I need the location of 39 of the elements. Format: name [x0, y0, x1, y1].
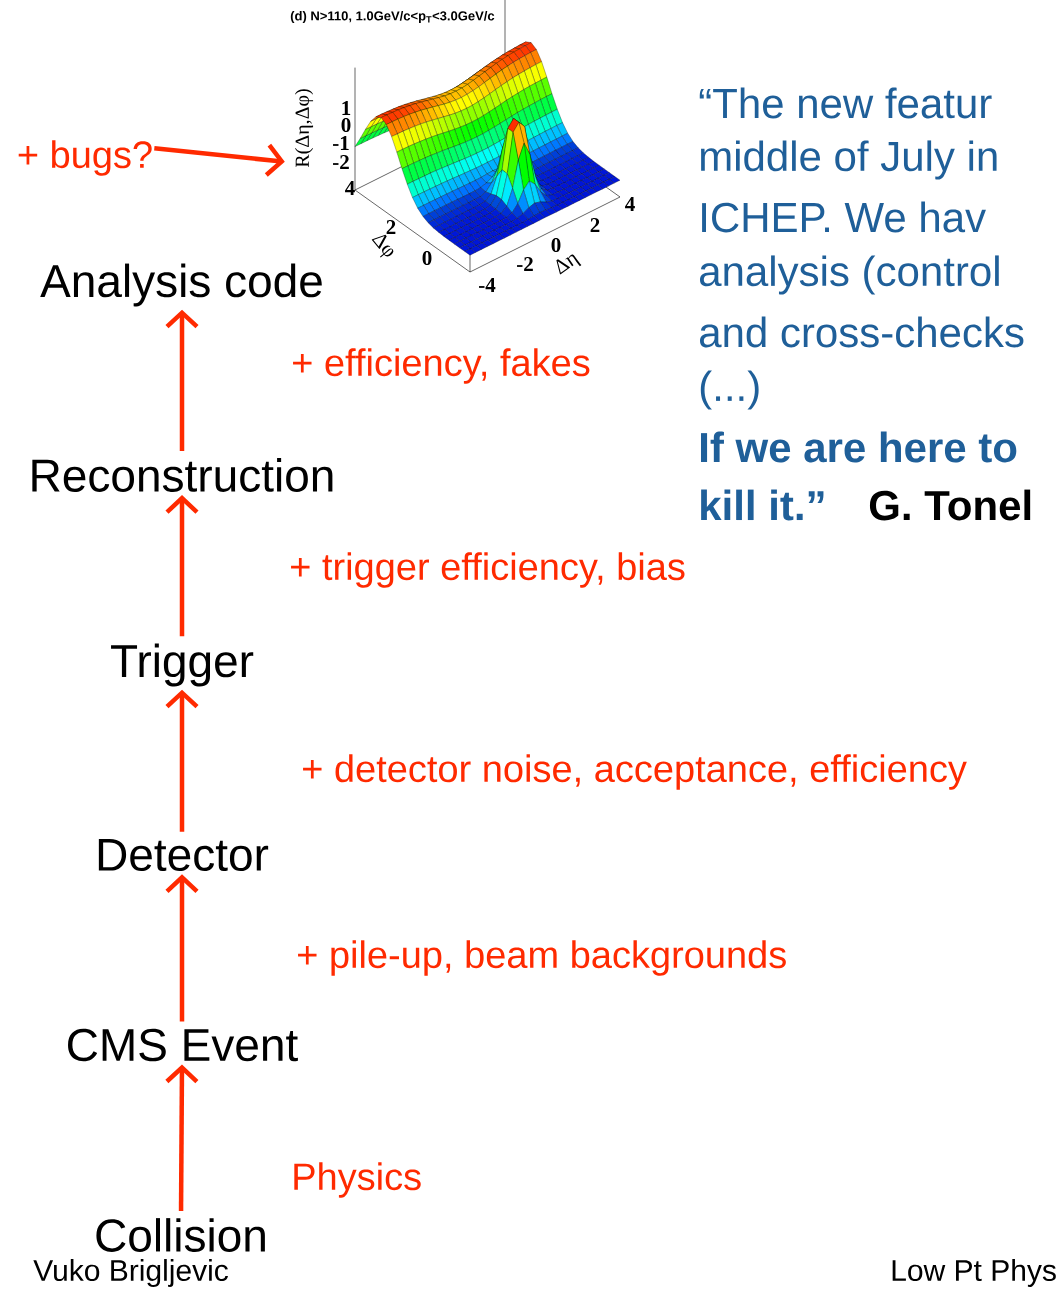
- tick-label: 0: [422, 250, 432, 266]
- tick-label: -2: [517, 257, 533, 271]
- quote-line: If we are here to: [701, 431, 1017, 463]
- surface-plot-drawing: [354, 0, 621, 273]
- axis-label: Δφ: [371, 234, 394, 258]
- footer-text: Low Pt Phys: [892, 1259, 1056, 1287]
- arrow: [154, 143, 285, 177]
- edge-label: + pile-up, beam backgrounds: [295, 939, 789, 977]
- quote-line: middle of July in: [701, 140, 997, 180]
- quote-author: G. Tonel: [869, 489, 1031, 521]
- quote-line: and cross-checks: [700, 316, 1024, 348]
- stage-label: Trigger: [111, 643, 254, 687]
- quote-line: “The new featur: [699, 87, 992, 119]
- arrow: [165, 495, 199, 637]
- stage-label: CMS Event: [68, 1028, 298, 1062]
- edge-label: + efficiency, fakes: [290, 347, 592, 385]
- quote-line: kill it.”: [701, 489, 824, 521]
- quote-line: analysis (control: [700, 255, 999, 295]
- edge-label: + detector noise, acceptance, efficiency: [300, 753, 968, 791]
- arrow: [165, 874, 199, 1022]
- stage-label: Analysis code: [40, 263, 322, 307]
- edge-label: Physics: [290, 1161, 424, 1199]
- axis-label: Δη: [556, 254, 582, 275]
- plot-title: (d) N>110, 1.0GeV/c<p$_{T}$<3.0GeV/c: [290, 10, 495, 24]
- quote-line: ICHEP. We hav: [702, 201, 986, 233]
- stage-label: Collision: [96, 1218, 265, 1252]
- annotation-text: + bugs?: [18, 140, 152, 176]
- footer-text: Vuko Brigljevic: [33, 1259, 228, 1287]
- arrow: [165, 1064, 199, 1211]
- arrow: [165, 689, 199, 832]
- tick-label: 2: [386, 220, 396, 234]
- stage-label: Detector: [98, 838, 269, 872]
- tick-label: 0: [551, 237, 561, 253]
- arrow: [165, 309, 199, 451]
- axis-label: R(Δη,Δφ): [294, 89, 314, 168]
- quote-line: (...): [700, 370, 759, 410]
- edge-label: + trigger efficiency, bias: [288, 551, 687, 589]
- tick-label: 2: [590, 218, 600, 232]
- stage-label: Reconstruction: [32, 458, 333, 492]
